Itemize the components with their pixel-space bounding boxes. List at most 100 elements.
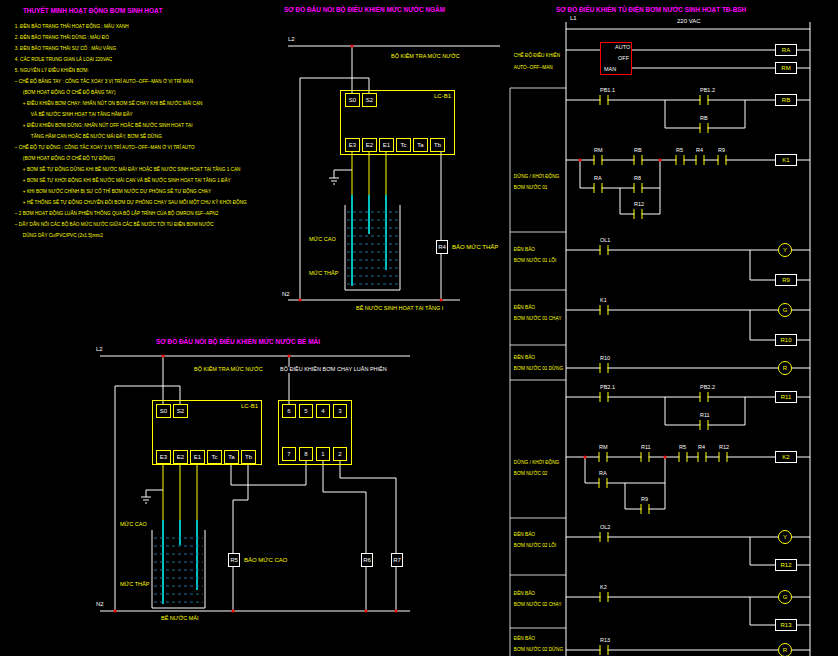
terminal-box: Tc — [396, 138, 411, 152]
row-label: ĐÈN BÁO — [513, 247, 536, 253]
terminal-box: 7 — [282, 447, 296, 461]
wire-connector — [441, 152, 442, 240]
relay-coil: RM — [775, 62, 797, 74]
node-text: Y — [783, 534, 787, 540]
terminal-box: 3 — [333, 404, 347, 418]
lamp-circle — [779, 244, 792, 257]
contact-label: R4 — [695, 148, 704, 154]
row-label: BƠM NƯỚC 02 — [513, 471, 548, 477]
node-text: R — [783, 647, 787, 653]
alternator-box: 65437812BỘ ĐIỀU KHIỂN BƠM CHẠY LUÂN PHIÊ… — [278, 400, 352, 465]
relay-box: R5BÁO MỨC CAO — [228, 553, 240, 567]
node-text: LC-B1 — [241, 403, 258, 409]
contact-label: R8 — [633, 176, 642, 182]
node-text: G — [783, 594, 788, 600]
contact-label: R12 — [633, 202, 645, 208]
note-line: 4. CÁC RƠLE TRUNG GIAN LÀ LOẠI 220VAC — [14, 57, 113, 63]
contact-label: R11 — [699, 413, 711, 419]
node-text: E2 — [366, 142, 373, 148]
contact-label: K1 — [599, 298, 608, 304]
node-text: K2 — [782, 454, 789, 460]
supply-wires-ground-tank — [288, 46, 500, 300]
node-text: Ta — [417, 142, 423, 148]
note-line: VÀ BỂ NƯỚC SINH HOẠT TẠI TẦNG HẦM ĐẦY — [30, 112, 133, 118]
node-text: Tb — [245, 454, 252, 460]
row-label: ĐÈN BÁO — [513, 355, 536, 361]
relay-box: R6 — [361, 553, 373, 567]
row-label: DỪNG / KHỞI ĐỘNG — [513, 460, 560, 466]
contact-label: RA — [593, 176, 603, 182]
terminal-box: E3 — [345, 138, 360, 152]
node-text: Y — [783, 247, 787, 253]
terminal-box: Ta — [224, 450, 239, 464]
note-line: (BƠM HOẠT ĐỘNG Ở CHẾ ĐỘ BẰNG TAY) — [22, 90, 116, 96]
node-text: 8 — [304, 451, 307, 457]
relay-coil: K2 — [775, 451, 797, 463]
rail-label: N2 — [95, 601, 105, 607]
relay-coil: R11 — [775, 391, 797, 403]
node-text: R4 — [438, 244, 446, 250]
node-text: R9 — [782, 277, 790, 283]
node-text: R12 — [780, 562, 791, 568]
row-label: BƠM NƯỚC 01 DỪNG — [513, 366, 564, 372]
node-text: BỘ ĐIỀU KHIỂN BƠM CHẠY LUÂN PHIÊN — [279, 367, 388, 373]
contact-label: R9 — [640, 497, 649, 503]
note-line: – DÂY DẪN NỐI CÁC BỘ BÁO MỨC NƯỚC GIỮA C… — [14, 222, 214, 228]
node-text: 7 — [287, 451, 290, 457]
terminal-box: E3 — [156, 450, 171, 464]
contact-label: RM — [598, 445, 609, 451]
terminal-box: Tb — [241, 450, 256, 464]
relay-box: R7 — [391, 553, 403, 567]
diagram-heading: THUYẾT MINH HOẠT ĐỘNG BƠM SINH HOẠT — [22, 7, 164, 14]
note-line: – 2 BƠM HOẠT ĐỘNG LUÂN PHIÊN THÔNG QUA B… — [14, 211, 219, 217]
row-label: DỪNG / KHỞI ĐỘNG — [513, 174, 560, 180]
water-tank — [345, 205, 400, 290]
note-line: 3. ĐÈN BÁO TRẠNG THÁI SỰ CỐ : MÀU VÀNG — [14, 46, 117, 52]
relay-coil: R9 — [775, 274, 797, 286]
annotation: BỂ NƯỚC SINH HOẠT TẠI TẦNG I — [355, 306, 444, 312]
note-line: 2. ĐÈN BÁO TRẠNG THÁI DỪNG : MÀU ĐỎ — [14, 35, 110, 41]
lamp-circle — [779, 304, 792, 317]
relay-coil: R10 — [775, 334, 797, 346]
terminal-box: Tb — [430, 138, 445, 152]
annotation: MỨC THẤP — [308, 271, 339, 277]
annotation: BỘ KIỂM TRA MỨC NƯỚC — [193, 367, 264, 373]
terminal-box: 1 — [316, 447, 330, 461]
node-text: R6 — [363, 557, 371, 563]
note-line: + HỆ THỐNG SẼ TỰ ĐỘNG CHUYỂN ĐỔI BƠM DỰ … — [22, 200, 248, 206]
wire-connector — [323, 461, 366, 553]
row-label: CHẾ ĐỘ ĐIỀU KHIỂN — [513, 53, 561, 59]
wire-connector — [340, 461, 396, 553]
ladder-rails — [566, 22, 810, 656]
node-text: S2 — [177, 408, 184, 414]
annotation: MỨC THẤP — [119, 582, 150, 588]
row-label: AUTO--OFF--MAN — [513, 65, 554, 71]
contact-label: OL2 — [599, 525, 611, 531]
indicator-lamp: Y — [778, 530, 792, 544]
node-text: Tc — [401, 142, 407, 148]
lamp-circle — [779, 591, 792, 604]
level-controller-box: S0S2E3E2E1TcTaTbLC-B1 — [340, 90, 455, 155]
node-text: R10 — [780, 337, 791, 343]
lamp-circle — [779, 362, 792, 375]
relay-coil: RB — [775, 94, 797, 106]
note-line: + BƠM SẼ TỰ ĐỘNG DỪNG KHI BỂ NƯỚC MÁI ĐẦ… — [22, 167, 241, 173]
electrode-wires — [352, 152, 386, 195]
indicator-lamp: R — [778, 643, 792, 656]
node-text: Tc — [212, 454, 218, 460]
node-text: RM — [781, 65, 790, 71]
rail-label: L1 — [569, 15, 578, 21]
indicator-lamp: R — [778, 361, 792, 375]
contact-label: R9 — [717, 148, 726, 154]
node-text: E3 — [349, 142, 356, 148]
node-text: 4 — [321, 408, 324, 414]
node-text: Ta — [228, 454, 234, 460]
contact-gaps — [595, 100, 727, 650]
water-tank — [152, 530, 205, 608]
contact-symbols — [594, 95, 727, 655]
terminal-box: Tc — [207, 450, 222, 464]
relay-box: R4BÁO MỨC THẤP — [436, 240, 448, 254]
electrode-wires — [163, 464, 197, 520]
ground-symbol — [329, 170, 352, 184]
